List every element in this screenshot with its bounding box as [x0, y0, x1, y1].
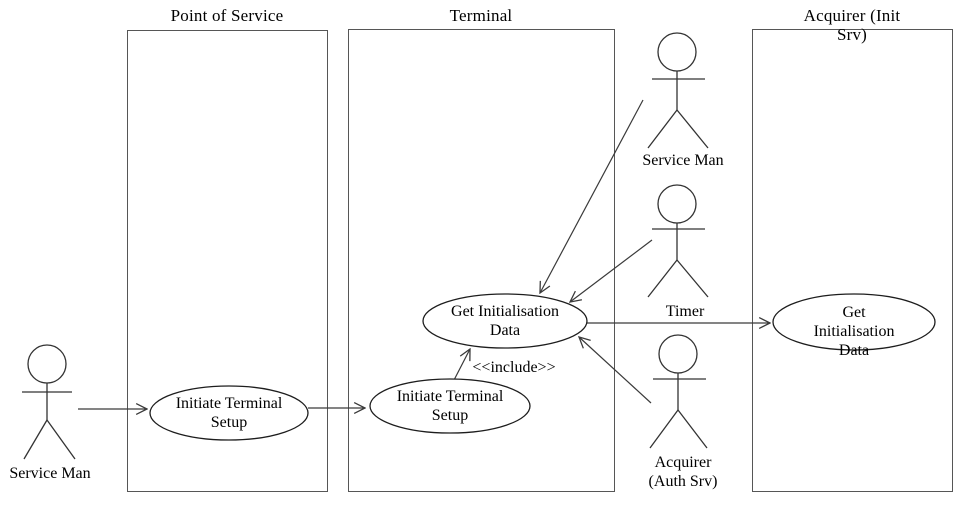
- actor-label-timer: Timer: [665, 303, 705, 320]
- arrow-acquirer-auth-to-get-init-data: [579, 337, 652, 404]
- use-case-label-initiate-terminal-setup-terminal: Initiate Terminal Setup: [396, 388, 504, 424]
- use-case-get-initialisation-data-acquirer: [772, 293, 936, 351]
- actor-timer: [647, 184, 709, 298]
- actor-head: [27, 344, 67, 384]
- actor-service-man-left: [22, 344, 76, 460]
- actor-head: [658, 334, 698, 374]
- boundary-terminal: [348, 29, 615, 492]
- boundary-title-acquirer-init-srv: Acquirer (Init Srv): [803, 6, 901, 44]
- boundary-point-of-service: [127, 30, 328, 492]
- actor-service-man-top: [647, 32, 709, 149]
- arrow-timer-to-get-init-data: [570, 239, 653, 302]
- actor-acquirer-auth-srv: [649, 334, 708, 449]
- use-case-initiate-terminal-setup-terminal: [369, 378, 531, 434]
- boundary-title-point-of-service: Point of Service: [170, 6, 284, 25]
- boundary-title-terminal: Terminal: [449, 6, 513, 25]
- boundary-acquirer-init-srv: [752, 29, 953, 492]
- use-case-label-get-initialisation-data-acquirer: Get Initialisation Data: [813, 304, 895, 359]
- use-case-initiate-terminal-setup-pos: [149, 385, 309, 441]
- use-case-label-initiate-terminal-setup-pos: Initiate Terminal Setup: [175, 395, 283, 431]
- actor-label-service-man-top: Service Man: [642, 152, 724, 169]
- arrow-serviceman-top-to-get-init-data: [540, 99, 644, 293]
- actor-label-acquirer-auth-srv: Acquirer (Auth Srv): [648, 454, 718, 490]
- include-stereotype-label: <<include>>: [472, 359, 556, 376]
- actor-head: [657, 32, 697, 72]
- use-case-label-get-initialisation-data-terminal: Get Initialisation Data: [451, 303, 559, 339]
- arrow-include-initiate-setup-to-get-init-data: [452, 349, 470, 383]
- use-case-get-initialisation-data-terminal: [422, 293, 588, 349]
- actor-head: [657, 184, 697, 224]
- actor-label-service-man-left: Service Man: [9, 465, 91, 482]
